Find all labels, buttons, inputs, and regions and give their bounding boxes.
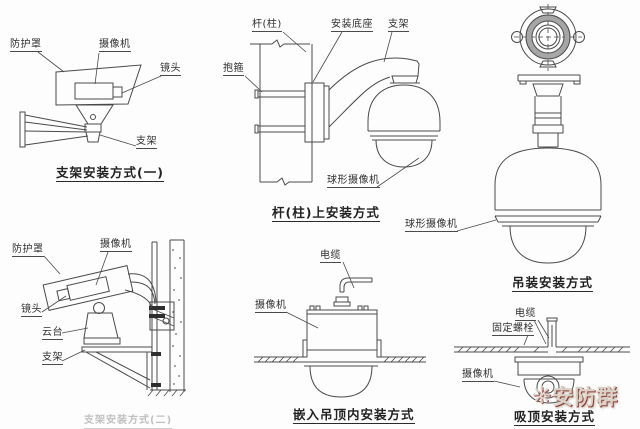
label-bracket-1: 支架 bbox=[136, 136, 157, 149]
label-lens-1: 镜头 bbox=[160, 63, 181, 76]
title-pole-mount: 杆(柱)上安装方式 bbox=[272, 205, 380, 223]
label-camera-ceiling: 摄像机 bbox=[462, 369, 494, 382]
surface-ceiling-drawing bbox=[454, 317, 630, 404]
recessed-ceiling-drawing bbox=[254, 261, 426, 398]
bracket-mount-1-drawing bbox=[19, 51, 162, 148]
title-bracket-mount-1: 支架安装方式(一) bbox=[56, 165, 164, 183]
title-bracket-mount-2: 支架安装方式(二) bbox=[84, 415, 173, 429]
pole-mount-drawing bbox=[244, 31, 441, 188]
label-cable-ceiling: 电缆 bbox=[515, 308, 536, 321]
label-pole: 杆(柱) bbox=[252, 19, 282, 32]
pendant-mount-drawing bbox=[456, 4, 602, 264]
label-housing-1: 防护罩 bbox=[10, 39, 42, 52]
label-camera-recessed: 摄像机 bbox=[255, 300, 287, 313]
label-camera-2: 摄像机 bbox=[100, 239, 132, 252]
label-housing-2: 防护罩 bbox=[12, 244, 44, 257]
label-lens-2: 镜头 bbox=[21, 304, 42, 317]
snowflake-logo-icon: ❊ bbox=[532, 383, 552, 409]
label-cable-recessed: 电缆 bbox=[320, 250, 341, 263]
label-clamp: 抱箍 bbox=[223, 63, 244, 76]
label-dome-camera-pole: 球形摄像机 bbox=[327, 175, 380, 188]
title-recessed-mount: 嵌入吊顶内安装方式 bbox=[293, 407, 415, 425]
label-bracket-3: 支架 bbox=[42, 352, 63, 365]
title-pendant-mount: 吊装安装方式 bbox=[512, 275, 594, 293]
label-fixing-bolts: 固定螺栓 bbox=[492, 323, 534, 336]
title-ceiling-mount: 吸顶安装方式 bbox=[514, 409, 596, 427]
bracket-mount-2-drawing bbox=[41, 239, 186, 397]
label-mount-base: 安装底座 bbox=[331, 19, 373, 32]
label-dome-camera-pendant: 球形摄像机 bbox=[405, 219, 458, 232]
watermark: ❊ 安防群 bbox=[532, 385, 618, 408]
label-camera-1: 摄像机 bbox=[99, 39, 131, 52]
label-pan-tilt: 云台 bbox=[42, 327, 63, 340]
label-bracket-2: 支架 bbox=[388, 19, 409, 32]
watermark-text: 安防群 bbox=[552, 385, 619, 409]
